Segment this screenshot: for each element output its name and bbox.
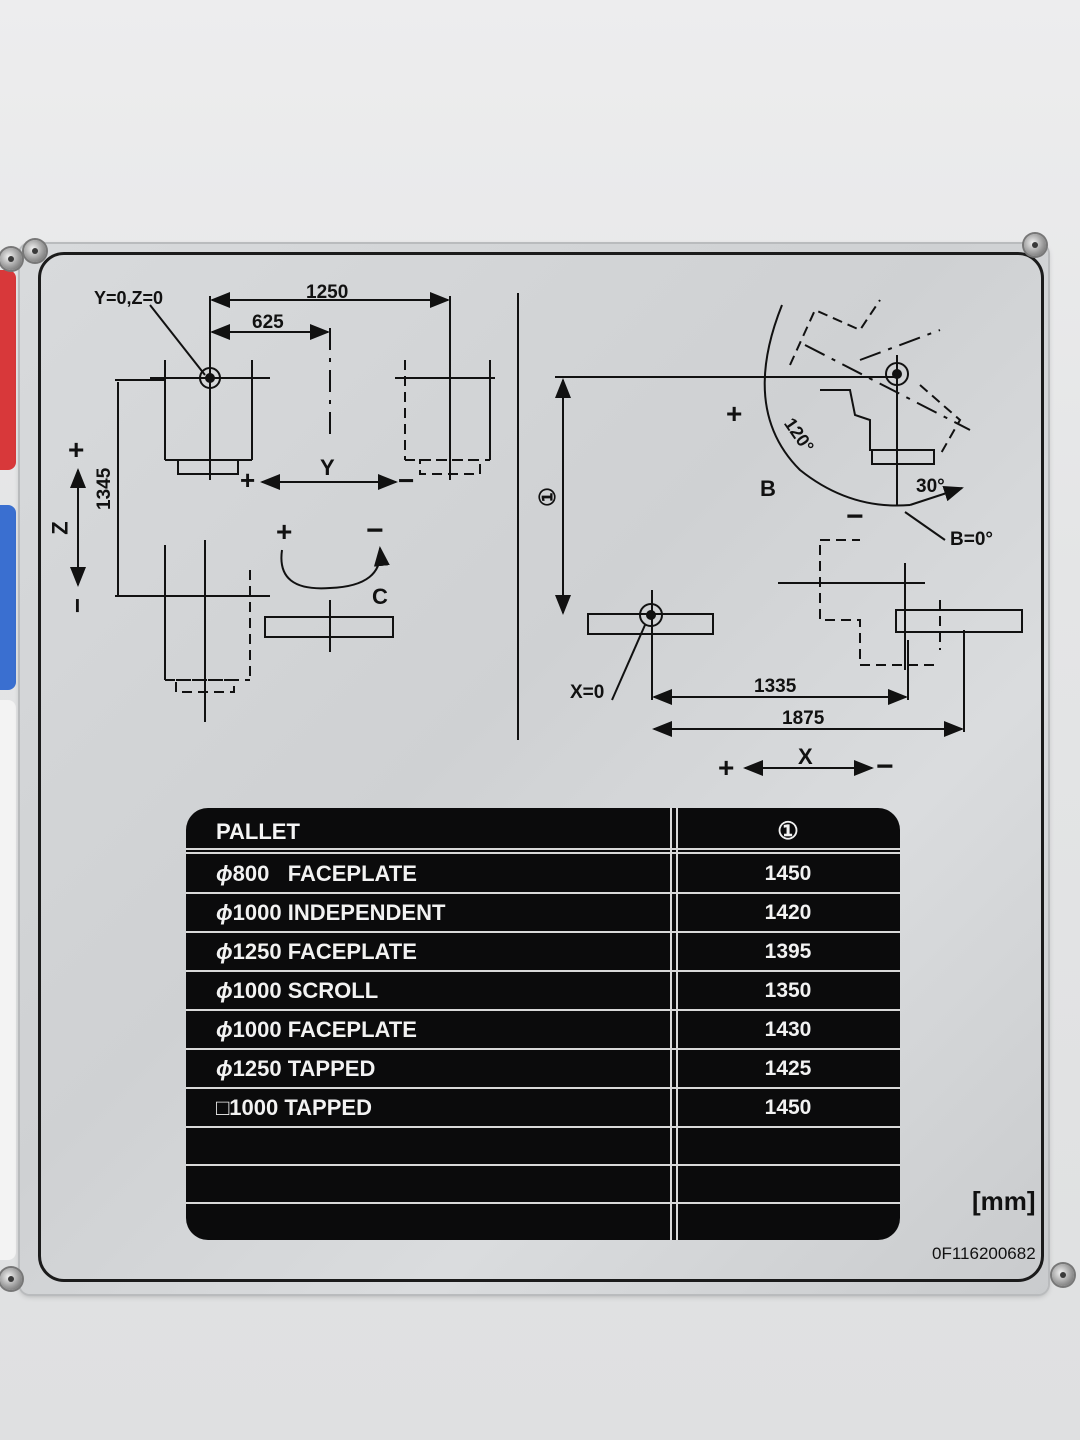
table-row: ϕ1250 FACEPLATE 1395 (186, 932, 900, 971)
origin-yz-label: Y=0,Z=0 (94, 288, 164, 308)
plate-border (38, 252, 1044, 1282)
screw-icon (24, 240, 46, 262)
axis-b-minus: − (846, 500, 864, 533)
pallet-name: 800 FACEPLATE (232, 861, 417, 886)
axis-z-label: Z (47, 521, 73, 535)
red-side-panel (0, 270, 16, 470)
blue-side-panel (0, 505, 16, 690)
screw-icon (1024, 234, 1046, 256)
b-zero-label: B=0° (950, 529, 993, 550)
angle-30-label: 30° (916, 476, 945, 497)
screw-icon (0, 248, 22, 270)
pallet-value: 1420 (764, 901, 812, 924)
axis-z-minus: − (62, 597, 93, 614)
circled-one-marker: ① (534, 487, 560, 507)
axis-x-plus: + (718, 752, 735, 783)
screw-icon (1052, 1264, 1074, 1286)
pallet-table: PALLET ① ϕ800 FACEPLATE 1450 ϕ1000 INDEP… (186, 808, 900, 1240)
axis-y-minus: − (398, 465, 415, 496)
axis-c-label: C (372, 584, 388, 609)
table-row: ϕ1000 SCROLL 1350 (186, 971, 900, 1010)
pallet-value: 1450 (764, 862, 812, 885)
axis-y-label: Y (320, 455, 335, 480)
dimension-1250: 1250 (306, 282, 349, 303)
pallet-name: 1000 FACEPLATE (232, 1017, 417, 1042)
diameter-icon: ϕ (216, 939, 233, 964)
dimension-1335: 1335 (754, 676, 797, 697)
pallet-value: 1430 (764, 1018, 812, 1041)
pallet-value: 1395 (764, 940, 812, 963)
axis-x-minus: − (876, 750, 894, 783)
dimension-1875: 1875 (782, 708, 825, 729)
axis-y-plus: + (240, 465, 256, 495)
table-row: □1000 TAPPED 1450 (186, 1088, 900, 1127)
diameter-icon: ϕ (216, 1017, 233, 1042)
diameter-icon: ϕ (216, 861, 233, 886)
pallet-name: 1250 FACEPLATE (232, 939, 417, 964)
axis-b-label: B (760, 476, 776, 501)
screw-icon (0, 1268, 22, 1290)
axis-z-plus: + (68, 434, 85, 465)
table-row (186, 1127, 900, 1166)
pallet-name: 1000 SCROLL (232, 978, 379, 1003)
pallet-name: 1000 TAPPED (229, 1095, 372, 1120)
serial-number: 0F116200682 (932, 1244, 1036, 1263)
dimension-625: 625 (252, 312, 284, 333)
diameter-icon: ϕ (216, 978, 233, 1003)
table-row: ϕ800 FACEPLATE 1450 (186, 854, 900, 893)
table-header-pallet: PALLET (216, 819, 300, 844)
pallet-name: 1250 TAPPED (232, 1056, 376, 1081)
table-header-circled-one: ① (777, 818, 799, 845)
pallet-value: 1425 (764, 1057, 812, 1080)
x-zero-label: X=0 (570, 682, 605, 703)
table-row (186, 1165, 900, 1204)
diameter-icon: ϕ (216, 900, 233, 925)
axis-b-plus: + (726, 398, 743, 429)
unit-label: [mm] (972, 1186, 1036, 1216)
table-row: ϕ1000 FACEPLATE 1430 (186, 1010, 900, 1049)
pallet-name: 1000 INDEPENDENT (232, 900, 446, 925)
axis-x-label: X (798, 744, 813, 769)
pallet-value: 1450 (764, 1096, 812, 1119)
white-side-panel (0, 700, 16, 1260)
dimension-1345: 1345 (94, 467, 115, 510)
table-row: ϕ1250 TAPPED 1425 (186, 1049, 900, 1088)
square-icon: □ (216, 1095, 230, 1120)
axis-c-plus: + (276, 516, 293, 547)
table-row: ϕ1000 INDEPENDENT 1420 (186, 893, 900, 932)
axis-c-minus: − (366, 514, 384, 547)
pallet-value: 1350 (764, 979, 812, 1002)
diameter-icon: ϕ (216, 1056, 233, 1081)
table-header-row: PALLET ① (186, 812, 900, 851)
